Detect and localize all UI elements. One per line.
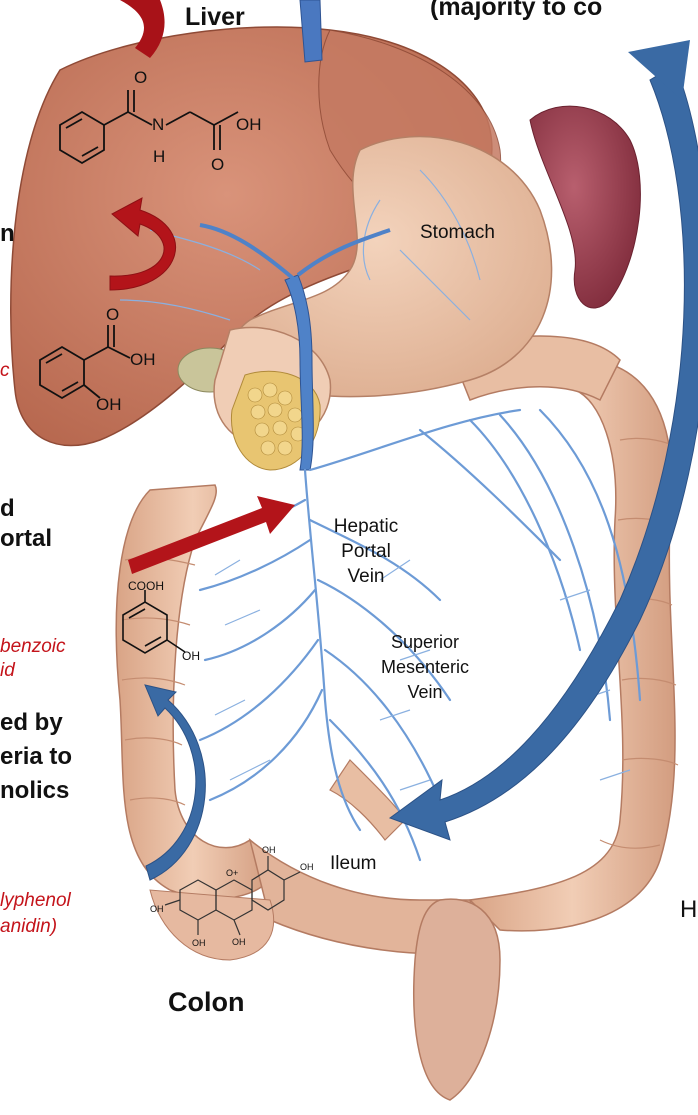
label-colon: Colon	[168, 987, 244, 1018]
chem-label-oh7: OH	[232, 937, 246, 947]
colon-descending	[470, 360, 675, 931]
chem-label-oh6: OH	[192, 938, 206, 948]
absorbed-line-2: ortal	[0, 524, 52, 554]
chem-label-n: N	[152, 115, 164, 134]
label-absorbed: d ortal	[0, 494, 52, 554]
label-liver: Liver	[185, 3, 245, 32]
chem-label-oh9: OH	[300, 862, 314, 872]
chem-label-o1: O	[134, 68, 147, 87]
chem-label-oh8: OH	[262, 845, 276, 855]
label-hepatic: Hepatic	[330, 514, 402, 539]
label-stomach: Stomach	[420, 222, 495, 244]
metabolized-line-1: ed by	[0, 706, 72, 740]
chem-label-oh4: OH	[182, 649, 200, 663]
chem-label-cooh: COOH	[128, 579, 164, 593]
metabolized-line-2: eria to	[0, 740, 72, 774]
label-polyphenol: lyphenol anidin)	[0, 888, 71, 940]
label-portal: Portal	[330, 539, 402, 564]
left-fragment-c: c	[0, 360, 10, 382]
polyphenol-line-2: anidin)	[0, 914, 71, 940]
chem-label-o-plus: O+	[226, 868, 238, 878]
label-vein: Vein	[330, 564, 402, 589]
label-benzoic-acid: benzoic id	[0, 635, 66, 683]
chem-label-oh1: OH	[236, 115, 262, 134]
label-ileum: Ileum	[330, 853, 376, 875]
rectum	[414, 899, 500, 1100]
polyphenol-line-1: lyphenol	[0, 888, 71, 914]
label-mesenteric: Mesenteric	[355, 655, 495, 680]
chem-label-h: H	[153, 147, 165, 166]
label-top-right-fragment: (majority to co	[430, 0, 602, 22]
chem-label-o2: O	[211, 155, 224, 174]
chem-label-oh5: OH	[150, 904, 164, 914]
label-vein-2: Vein	[355, 680, 495, 705]
benzoic-line-2: id	[0, 659, 66, 683]
absorbed-line-1: d	[0, 494, 52, 524]
chem-label-o3: O	[106, 305, 119, 324]
label-metabolized: ed by eria to nolics	[0, 706, 72, 808]
left-fragment-n: n	[0, 220, 15, 248]
label-hepatic-portal-vein: Hepatic Portal Vein	[330, 514, 402, 589]
appendix-colon-bottom	[150, 890, 274, 960]
label-superior: Superior	[355, 630, 495, 655]
metabolized-line-3: nolics	[0, 774, 72, 808]
right-edge-fragment: H	[680, 896, 697, 924]
chem-label-oh2: OH	[130, 350, 156, 369]
benzoic-line-1: benzoic	[0, 635, 66, 659]
label-superior-mesenteric-vein: Superior Mesenteric Vein	[355, 630, 495, 705]
chem-label-oh3: OH	[96, 395, 122, 414]
